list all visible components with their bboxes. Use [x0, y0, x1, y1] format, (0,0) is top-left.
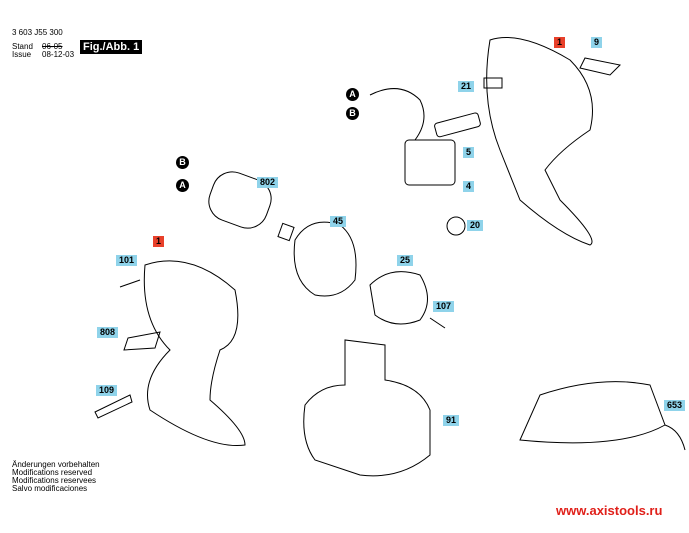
callout-1-top: 1: [554, 37, 566, 48]
part-20: [446, 216, 466, 236]
part-21: [483, 77, 503, 89]
connector-a-motor: A: [176, 179, 189, 192]
housing-right: [486, 37, 593, 246]
callout-9: 9: [591, 37, 603, 48]
charger-653: [519, 381, 666, 444]
stand-label: Stand: [12, 42, 33, 51]
screw-107: [429, 317, 446, 329]
callout-91: 91: [443, 415, 460, 426]
plate-808: [123, 331, 161, 351]
part-9: [579, 57, 622, 76]
gearbox-45: [293, 221, 357, 297]
battery-91: [303, 339, 431, 477]
connector-b-motor: B: [176, 156, 189, 169]
footer-line-de: Änderungen vorbehalten: [12, 460, 100, 469]
callout-101: 101: [116, 255, 138, 266]
callout-107: 107: [433, 301, 455, 312]
charger-cable: [664, 424, 686, 451]
bit-109: [94, 394, 133, 419]
stand-date: 06-05: [42, 42, 63, 51]
footer-line-es: Salvo modificaciones: [12, 484, 88, 493]
switch: [404, 139, 456, 186]
figure-label: Fig./Abb. 1: [80, 40, 143, 54]
part-5: [434, 112, 481, 138]
callout-808: 808: [97, 327, 119, 338]
pinion-802: [277, 222, 295, 242]
footer-line-en: Modifications reserved: [12, 468, 93, 477]
connector-a-top: A: [346, 88, 359, 101]
callout-21: 21: [458, 81, 475, 92]
connector-b-top: B: [346, 107, 359, 120]
chuck-25: [369, 271, 428, 325]
callout-4: 4: [463, 181, 475, 192]
callout-25: 25: [397, 255, 414, 266]
wires: [369, 88, 425, 141]
callout-5: 5: [463, 147, 475, 158]
motor: [208, 171, 272, 229]
housing-left: [143, 260, 246, 447]
doc-number: 3 603 J55 300: [12, 28, 63, 37]
callout-653: 653: [664, 400, 686, 411]
footer-line-fr: Modifications reservees: [12, 476, 97, 485]
screw-101: [119, 279, 141, 288]
callout-20: 20: [467, 220, 484, 231]
callout-802: 802: [257, 177, 279, 188]
issue-label: Issue: [12, 50, 32, 59]
callout-109: 109: [96, 385, 118, 396]
callout-45: 45: [330, 216, 347, 227]
issue-date: 08-12-03: [42, 50, 75, 59]
callout-1-left: 1: [153, 236, 165, 247]
website-link[interactable]: www.axistools.ru: [556, 503, 663, 518]
